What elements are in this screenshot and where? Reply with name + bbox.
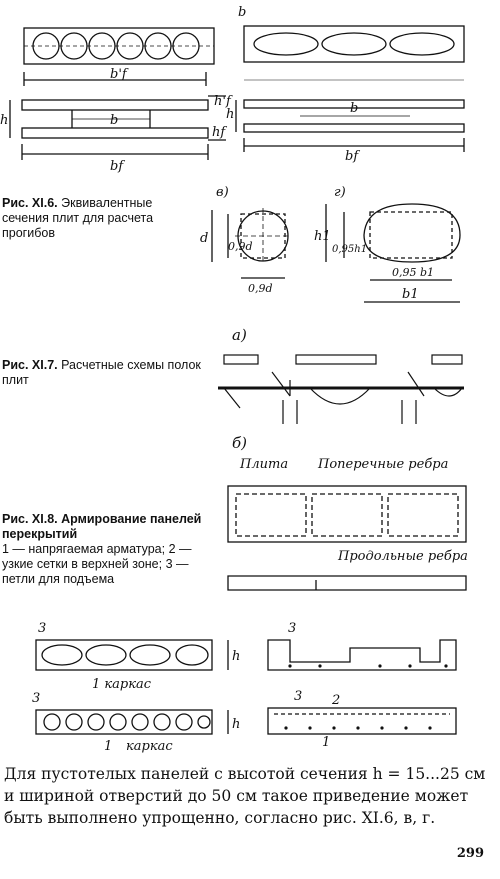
equivalent-i-section-b bbox=[235, 99, 465, 133]
label-bf-right: bf bbox=[345, 149, 360, 164]
caption-fig-xi8-number: Рис. XI.8. bbox=[2, 512, 58, 526]
page-number: 299 bbox=[456, 846, 484, 861]
label-095b1: 0,95 b1 bbox=[392, 266, 434, 279]
equivalent-i-section bbox=[9, 95, 226, 141]
body-paragraph: Для пустотелых панелей с высотой сечения… bbox=[4, 765, 486, 827]
flange-calc-schemes bbox=[218, 354, 464, 424]
label-b1: b1 bbox=[402, 287, 419, 302]
label-v: в) bbox=[216, 185, 229, 200]
caption-fig-xi6-number: Рис. XI.6. bbox=[2, 196, 58, 210]
label-fig7-a: а) bbox=[232, 326, 247, 344]
label-1-ribbed: 1 bbox=[322, 735, 330, 750]
label-poperechnye: Поперечные ребра bbox=[317, 457, 448, 472]
panel-section-round-voids bbox=[35, 709, 229, 735]
label-karkas-2: каркас bbox=[126, 739, 173, 754]
caption-fig-xi8-title: Армирование панелей перекрытий bbox=[2, 512, 202, 541]
label-hf-prime: h'f bbox=[214, 94, 233, 109]
caption-fig-xi8: Рис. XI.8. Армирование панелей перекрыти… bbox=[2, 512, 202, 587]
label-hf: hf bbox=[212, 125, 227, 140]
label-d: d bbox=[200, 231, 208, 246]
label-3-mid: 3 bbox=[32, 691, 40, 706]
ribbed-panel-section bbox=[267, 639, 457, 735]
caption-fig-xi7-text: Расчетные схемы полок плит bbox=[2, 358, 201, 387]
label-1-bottom: 1 bbox=[104, 739, 112, 754]
label-h: h bbox=[0, 113, 8, 128]
caption-fig-xi7-number: Рис. XI.7. bbox=[2, 358, 58, 372]
caption-fig-xi8-legend: 1 — напрягаемая арматура; 2 — узкие сетк… bbox=[2, 542, 192, 586]
label-b: b bbox=[238, 5, 246, 20]
caption-fig-xi7: Рис. XI.7. Расчетные схемы полок плит bbox=[2, 358, 202, 388]
label-09d-v: 0,9d bbox=[228, 240, 253, 253]
caption-fig-xi6-text: Эквивалентные сечения плит для расчета п… bbox=[2, 196, 154, 240]
label-karkas-1: 1 каркас bbox=[92, 677, 152, 692]
label-h-right: h bbox=[226, 107, 234, 122]
label-3-ribbed: 3 bbox=[288, 621, 296, 636]
label-plita: Плита bbox=[239, 457, 288, 472]
label-bf-prime: b'f bbox=[110, 67, 129, 82]
oval-to-rectangle-equivalent bbox=[325, 203, 461, 303]
label-prodolnye: Продольные ребра bbox=[337, 549, 468, 564]
label-09d-h: 0,9d bbox=[248, 282, 273, 295]
label-095h1: 0,95h1 bbox=[332, 244, 367, 255]
label-bf: bf bbox=[110, 159, 125, 174]
label-h1: h1 bbox=[314, 229, 331, 244]
caption-fig-xi6: Рис. XI.6. Эквивалентные сечения плит дл… bbox=[2, 196, 202, 241]
label-2: 2 bbox=[331, 693, 340, 708]
label-b-right: b bbox=[350, 101, 358, 116]
label-h-panel-2: h bbox=[232, 717, 240, 732]
panel-section-oval-voids bbox=[35, 639, 229, 671]
label-fig7-b: б) bbox=[232, 434, 247, 452]
hollow-slab-round-voids bbox=[23, 27, 215, 65]
label-h-panel: h bbox=[232, 649, 240, 664]
label-3-top: 3 bbox=[38, 621, 46, 636]
label-b-inner: b bbox=[110, 113, 118, 128]
label-g: г) bbox=[334, 185, 346, 200]
plate-plan-view bbox=[227, 485, 467, 591]
circle-to-square-equivalent bbox=[211, 208, 291, 279]
label-3-ribbed-b: 3 bbox=[294, 689, 302, 704]
hollow-slab-oval-voids bbox=[243, 25, 465, 63]
